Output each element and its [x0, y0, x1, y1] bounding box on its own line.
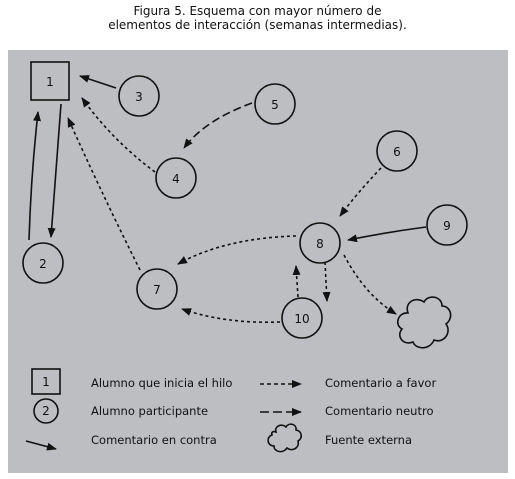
node-4 — [155, 157, 197, 199]
edge-6-to-8 — [339, 167, 382, 217]
node-9 — [426, 204, 468, 246]
node-3-label: 3 — [135, 90, 143, 104]
edge-1-to-2 — [47, 103, 62, 238]
node-7-label: 7 — [153, 283, 161, 297]
node-5-label: 5 — [271, 98, 279, 112]
edge-8-to-7 — [177, 235, 297, 265]
node-10-label: 10 — [294, 312, 309, 326]
edge-5-to-4 — [183, 102, 253, 149]
legend-starter-label: Alumno que inicia el hilo — [91, 376, 233, 390]
figure-caption: Figura 5. Esquema con mayor número de el… — [0, 4, 515, 32]
legend-against-label: Comentario en contra — [91, 433, 217, 447]
node-2 — [22, 242, 64, 284]
legend-participant-circle-icon — [33, 398, 59, 424]
node-1-thread-starter: 1 — [30, 61, 70, 101]
node-1-label: 1 — [46, 75, 54, 89]
edge-9-to-8 — [347, 226, 427, 243]
external-source-cloud-icon — [396, 296, 452, 349]
legend-participant-label: Alumno participante — [91, 404, 209, 418]
node-6 — [376, 130, 418, 172]
node-5 — [254, 83, 296, 125]
edge-3-to-1 — [79, 75, 117, 89]
caption-line-1: Figura 5. Esquema con mayor número de — [133, 4, 382, 18]
legend-against-arrow-icon — [25, 440, 57, 451]
legend-favor-label: Comentario a favor — [325, 376, 437, 390]
edge-10-to-7 — [181, 308, 281, 324]
node-4-label: 4 — [172, 172, 180, 186]
node-7 — [136, 268, 178, 310]
edge-10-to-8 — [292, 265, 301, 298]
node-3 — [118, 75, 160, 117]
node-9-label: 9 — [443, 219, 451, 233]
legend-participant-symbol: 2 — [42, 404, 50, 418]
node-2-label: 2 — [39, 257, 47, 271]
edge-8-to-external — [343, 254, 397, 315]
node-8 — [299, 222, 341, 264]
edge-7-to-1 — [67, 117, 141, 271]
node-6-label: 6 — [393, 145, 401, 159]
legend-external-label: Fuente externa — [325, 433, 413, 447]
legend-neutral-label: Comentario neutro — [325, 404, 434, 418]
node-8-label: 8 — [316, 237, 324, 251]
legend-external-cloud-icon — [267, 423, 302, 453]
caption-line-2: elementos de interacción (semanas interm… — [108, 18, 407, 32]
diagram-panel — [8, 50, 508, 473]
edge-8-to-10 — [322, 261, 331, 302]
edge-4-to-1 — [81, 97, 156, 173]
legend-starter-symbol: 1 — [42, 375, 50, 389]
edge-2-to-1 — [28, 111, 41, 241]
node-10 — [281, 297, 323, 339]
legend-starter-square-icon — [31, 368, 61, 395]
